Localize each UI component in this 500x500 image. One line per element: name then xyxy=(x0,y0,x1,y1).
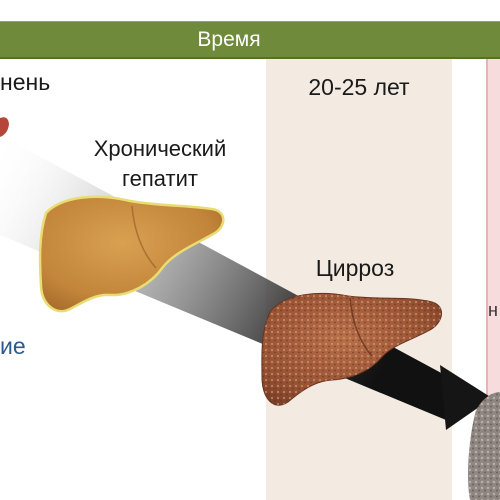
duration-band xyxy=(266,56,452,500)
left-cut-label: ие xyxy=(0,333,26,359)
chronic-liver-icon xyxy=(38,195,225,313)
duration-label: 20-25 лет xyxy=(308,74,410,100)
end-stage-liver-icon xyxy=(468,392,500,500)
cirrhotic-liver-icon xyxy=(261,292,442,406)
chronic-hepatitis-label: Хронический гепатит xyxy=(93,136,227,191)
final-stage-band xyxy=(486,56,500,500)
healthy-liver-label: нень xyxy=(0,69,51,95)
cirrhosis-label: Цирроз xyxy=(315,255,395,281)
timeline-label: Время xyxy=(197,28,261,51)
right-cut-label: н xyxy=(488,300,498,320)
timeline-bar: Время xyxy=(0,21,500,59)
healthy-liver-icon xyxy=(0,117,9,137)
